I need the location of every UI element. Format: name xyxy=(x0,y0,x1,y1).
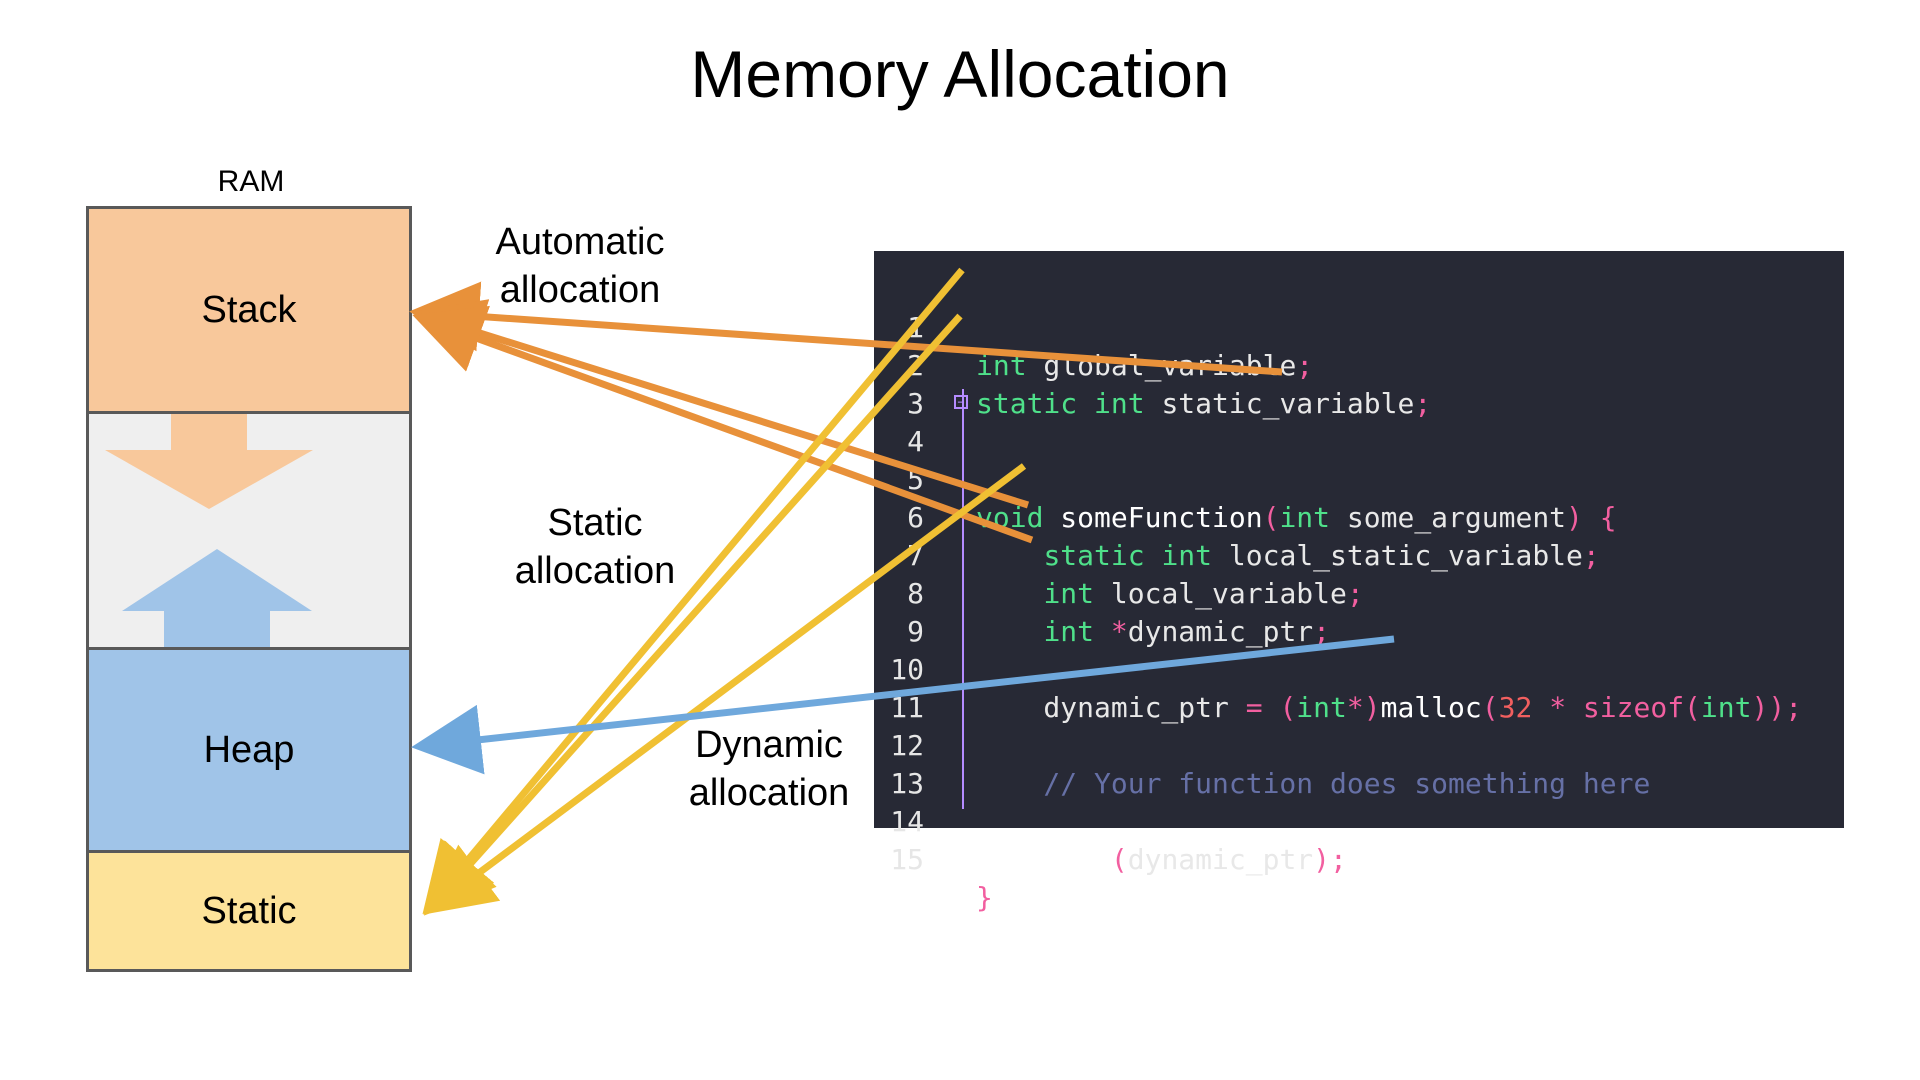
dynamic-allocation-label: Dynamic allocation xyxy=(664,721,874,817)
fold-guide xyxy=(962,389,964,809)
stack-segment: Stack xyxy=(89,209,409,414)
code-line-14: 14 free(dynamic_ptr); xyxy=(874,765,1347,876)
code-text: dynamic_ptr = (int*)malloc(32 * sizeof(i… xyxy=(976,691,1803,724)
code-text: void someFunction(int some_argument) { xyxy=(976,501,1617,534)
line-number: 15 xyxy=(890,843,924,876)
code-line-3: 3 xyxy=(874,347,941,420)
automatic-allocation-label: Automatic allocation xyxy=(480,218,680,314)
ram-label: RAM xyxy=(217,165,285,198)
stack-label: Stack xyxy=(201,288,297,331)
code-line-15: 15 } xyxy=(874,803,993,914)
code-line-10: 10 dynamic_ptr = (int*)malloc(32 * sizeo… xyxy=(874,613,1802,724)
code-line-12: 12 // Your function does something here xyxy=(874,689,1650,800)
heap-segment: Heap xyxy=(89,647,409,853)
static-allocation-label: Static allocation xyxy=(490,499,700,595)
heap-label: Heap xyxy=(203,728,295,771)
code-line-4: 4 − void someFunction(int some_argument)… xyxy=(874,385,1617,534)
automatic-label-line2: allocation xyxy=(499,269,661,311)
static-segment: Static xyxy=(89,853,409,969)
code-line-13: 13 xyxy=(874,727,941,800)
growth-arrows xyxy=(105,414,313,647)
code-line-7: 7 int local_variable; xyxy=(874,499,1364,610)
code-line-9: 9 xyxy=(874,575,941,648)
code-text: int global_variable; xyxy=(976,349,1314,382)
code-text: free(dynamic_ptr); xyxy=(1043,843,1347,876)
ram-block: Stack Heap Static xyxy=(86,206,412,972)
code-line-5: 5 xyxy=(874,423,941,496)
static-label: Static xyxy=(201,889,297,932)
static-label-line1: Static xyxy=(547,502,643,544)
code-text: static int static_variable; xyxy=(976,387,1432,420)
diagram-title: Memory Allocation xyxy=(690,37,1230,111)
code-line-11: 11 xyxy=(874,651,941,724)
fold-toggle-icon[interactable]: − xyxy=(954,395,968,409)
code-panel: 1 int global_variable; 2 static int stat… xyxy=(874,251,1844,914)
code-line-1: 1 int global_variable; xyxy=(874,271,1313,382)
code-text: static int local_static_variable; xyxy=(1043,539,1600,572)
code-text: int local_variable; xyxy=(1043,577,1364,610)
code-line-2: 2 static int static_variable; xyxy=(874,309,1431,420)
code-text: } xyxy=(976,881,993,914)
stack-growth-arrow xyxy=(105,414,313,509)
code-text: int *dynamic_ptr; xyxy=(1043,615,1331,648)
dynamic-label-line1: Dynamic xyxy=(695,724,843,766)
code-comment: // Your function does something here xyxy=(976,767,1651,800)
dynamic-label-line2: allocation xyxy=(688,772,850,814)
automatic-label-line1: Automatic xyxy=(495,221,665,263)
code-line-8: 8 int *dynamic_ptr; xyxy=(874,537,1330,648)
heap-growth-arrow xyxy=(122,549,312,647)
static-label-line2: allocation xyxy=(514,550,676,592)
code-line-6: 6 static int local_static_variable; xyxy=(874,461,1600,572)
